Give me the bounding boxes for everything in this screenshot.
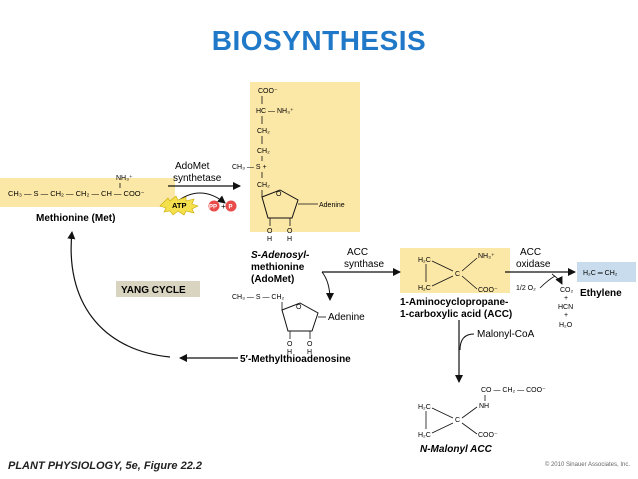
adomet-highlight	[250, 82, 360, 232]
yang-cycle-curve	[67, 231, 171, 358]
sam-ring-o: O	[276, 191, 282, 198]
sam-ribose-ring	[261, 189, 299, 219]
ethylene-highlight	[577, 262, 636, 282]
footer-bar	[0, 456, 638, 479]
byproduct-co2: CO₂	[560, 287, 574, 294]
acc-h2c-top: H₂C	[418, 257, 431, 264]
sam-adenine: Adenine	[319, 202, 345, 209]
copyright: © 2010 Sinauer Associates, Inc.	[544, 462, 630, 468]
nmacc-nh: NH	[479, 403, 489, 410]
sam-name-3: (AdoMet)	[251, 274, 294, 285]
sam-ch2-a: CH₂	[257, 128, 270, 135]
mta-name: 5′-Methylthioadenosine	[240, 354, 351, 365]
nmacc-h2c-top: H₂C	[418, 404, 431, 411]
acc-synthase-label-1: ACC	[347, 247, 368, 258]
yang-cycle-label: YANG CYCLE	[121, 285, 186, 296]
acc-h2c-bot: H₂C	[418, 285, 431, 292]
figure-credit: PLANT PHYSIOLOGY, 5e, Figure 22.2	[8, 460, 202, 472]
malonyl-coa-curve	[459, 333, 475, 351]
sam-oh-1-o: O	[267, 228, 273, 235]
acc-name-1: 1-Aminocyclopropane-	[400, 297, 508, 308]
mta-oh-1-o: O	[287, 341, 293, 348]
ethylene-biosynthesis-diagram: NH₃⁺ CH₃ — S — CH₂ — CH₂ — CH — COO⁻ Met…	[0, 82, 636, 455]
mta-adenine: Adenine	[328, 312, 365, 323]
page-title: BIOSYNTHESIS	[211, 25, 427, 56]
acc-oxidase-label-1: ACC	[520, 247, 541, 258]
sam-to-mta-curve	[321, 271, 334, 301]
acc-name-2: 1-carboxylic acid (ACC)	[400, 309, 512, 320]
atp-label: ATP	[172, 201, 186, 210]
byproduct-plus-1: +	[564, 295, 568, 302]
byproducts-curve	[551, 273, 563, 285]
ppi-circle	[208, 200, 220, 212]
sam-oh-2-o: O	[287, 228, 293, 235]
malonyl-coa-label: Malonyl-CoA	[477, 329, 535, 340]
acc-highlight	[400, 248, 510, 293]
mta-oh-1-h: H	[287, 349, 292, 356]
nmacc-top: CO — CH₂ — COO⁻	[481, 387, 546, 394]
methionine-highlight	[0, 178, 175, 207]
methionine-formula: CH₃ — S — CH₂ — CH₂ — CH — COO⁻	[8, 189, 145, 198]
mta-oh-2-o: O	[307, 341, 313, 348]
o2-curve	[539, 275, 556, 289]
nmacc-h2c-bot: H₂C	[418, 432, 431, 439]
sam-ch2-b: CH₂	[257, 148, 270, 155]
mta-oh-2-h: H	[307, 349, 312, 356]
yang-cycle-box	[116, 281, 200, 297]
byproduct-hcn: HCN	[558, 304, 573, 311]
atp-burst	[159, 195, 199, 216]
sam-ch2-c: CH₂	[257, 182, 270, 189]
acc-c: C	[455, 271, 460, 278]
methionine-name: Methionine (Met)	[36, 213, 115, 224]
sam-oh-1-h: H	[267, 236, 272, 243]
ethylene-name: Ethylene	[580, 288, 622, 299]
adomet-synthetase-label-1: AdoMet	[175, 161, 210, 172]
acc-synthase-label-2: synthase	[344, 259, 384, 270]
o2-label: 1/2 O₂	[516, 285, 536, 292]
ppi-plus: +	[221, 202, 226, 211]
nmacc-c: C	[455, 417, 460, 424]
acc-nh3: NH₃⁺	[478, 253, 495, 260]
sam-name-2: methionine	[251, 262, 305, 273]
byproduct-plus-2: +	[564, 312, 568, 319]
sam-name-1: S-Adenosyl-	[251, 250, 310, 261]
sam-hc-nh3: HC — NH₃⁺	[256, 108, 294, 115]
adomet-synthetase-label-2: synthetase	[173, 173, 222, 184]
nmacc-coo: COO⁻	[478, 432, 498, 439]
sam-oh-2-h: H	[287, 236, 292, 243]
sam-ch3-s: CH₃ — S +	[232, 164, 267, 171]
mta-ribose-ring	[281, 302, 319, 332]
nmacc-name: N-Malonyl ACC	[420, 444, 493, 455]
ethylene-structure: H₂C ═ CH₂	[583, 270, 618, 277]
methionine-nh3: NH₃⁺	[116, 175, 133, 182]
acc-oxidase-label-2: oxidase	[516, 259, 551, 270]
mta-ch3-s-ch2: CH₃ — S — CH₂	[232, 294, 285, 301]
acc-coo: COO⁻	[478, 287, 498, 294]
byproduct-h2o: H₂O	[559, 322, 573, 329]
pi-circle	[225, 200, 237, 212]
sam-coo: COO⁻	[258, 88, 278, 95]
ppi-label: PP	[209, 205, 217, 211]
mta-ring-o: O	[296, 304, 302, 311]
pi-label: P	[229, 205, 233, 211]
